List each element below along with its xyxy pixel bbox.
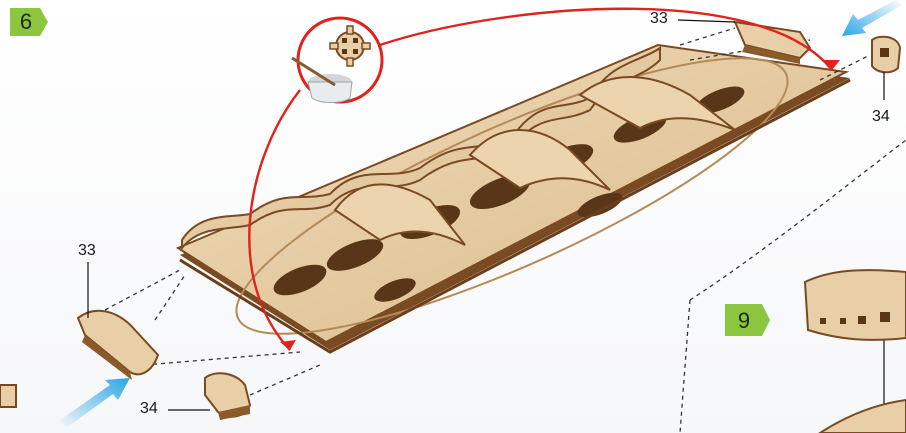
next-step-number: 9 xyxy=(738,308,750,334)
step-number: 6 xyxy=(20,9,32,35)
partial-part-left xyxy=(0,385,16,407)
part-34-bottom xyxy=(205,373,250,420)
part-label-33-right: 33 xyxy=(650,10,668,28)
part-label-34-right: 34 xyxy=(872,108,890,126)
glue-pot-icon xyxy=(292,18,382,103)
part-label-34-bottom: 34 xyxy=(140,400,158,418)
part-33-left xyxy=(78,311,158,380)
blue-arrow-icon xyxy=(60,378,130,428)
next-step-badge: 9 xyxy=(728,305,760,337)
step-number-badge: 6 xyxy=(10,6,42,38)
blue-arrow-icon xyxy=(842,0,902,36)
part-label-33-left: 33 xyxy=(78,242,96,260)
step-9-preview-parts xyxy=(805,270,906,433)
part-34-right xyxy=(872,37,900,73)
